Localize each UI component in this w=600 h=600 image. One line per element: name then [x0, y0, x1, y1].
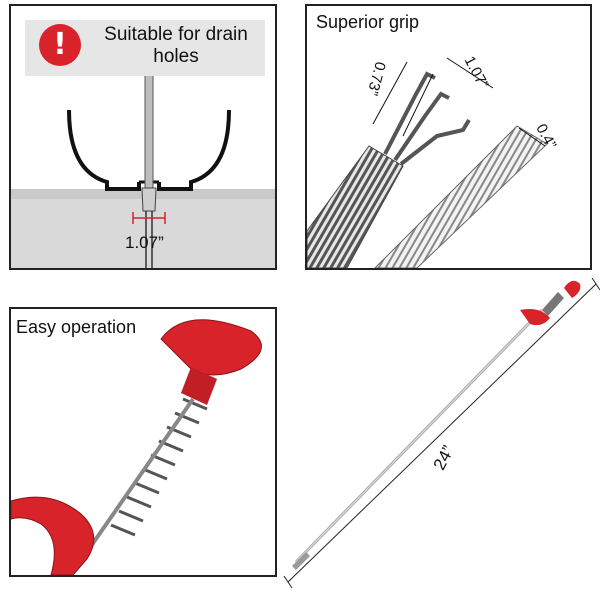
sink-drain-illustration [11, 35, 275, 268]
drain-dimension-label: 1.07” [125, 233, 164, 252]
full-length-panel: 24” [280, 270, 600, 600]
easy-operation-panel: Easy operation [9, 307, 277, 577]
drain-notice-box: ! Suitable for drain holes [25, 20, 265, 76]
operation-title: Easy operation [16, 317, 137, 337]
plunger-handle-illustration [11, 319, 262, 575]
drain-notice-text: Suitable for drain holes [104, 24, 248, 67]
full-tool-illustration [283, 277, 600, 589]
warning-icon: ! [39, 24, 81, 66]
grip-claw-illustration [307, 57, 548, 268]
superior-grip-panel: Superior grip 0.73” 1.07” 0.4” [305, 4, 592, 270]
drain-holes-panel: ! Suitable for drain holes 1.07” [9, 4, 277, 270]
grip-title: Superior grip [316, 12, 420, 32]
